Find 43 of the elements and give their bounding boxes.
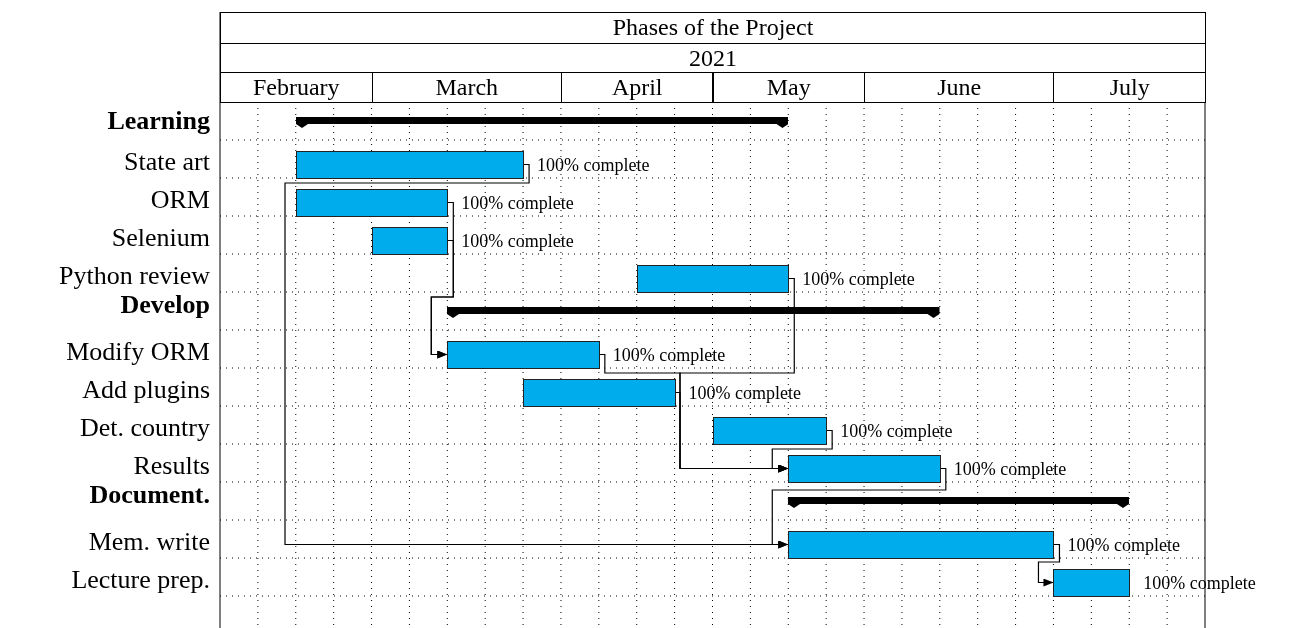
task-label: Det. country bbox=[80, 413, 210, 443]
progress-note: 100% complete bbox=[461, 231, 574, 251]
task-bar bbox=[523, 379, 676, 407]
progress-note: 100% complete bbox=[688, 383, 802, 403]
progress-note: 100% complete bbox=[461, 193, 574, 213]
dependency-arrow bbox=[1037, 543, 1061, 587]
task-label: ORM bbox=[150, 185, 210, 215]
dependency-arrow bbox=[771, 429, 833, 473]
task-bar bbox=[1053, 569, 1131, 597]
dependency-arrow bbox=[771, 467, 947, 549]
task-bar bbox=[295, 151, 525, 179]
progress-note: 100% complete bbox=[1143, 573, 1256, 593]
month-header: July bbox=[1053, 72, 1206, 103]
progress-note: 100% complete bbox=[612, 345, 726, 365]
task-bar bbox=[788, 455, 941, 483]
month-header: February bbox=[220, 72, 373, 103]
month-header: April bbox=[560, 72, 714, 103]
chart-title: Phases of the Project bbox=[220, 12, 1206, 44]
task-bar bbox=[712, 417, 828, 445]
task-label: Results bbox=[133, 451, 210, 481]
task-label: Add plugins bbox=[82, 375, 210, 405]
progress-note: 100% complete bbox=[1067, 535, 1180, 555]
progress-note: 100% complete bbox=[840, 421, 953, 441]
task-label: Python review bbox=[59, 261, 210, 291]
month-header: May bbox=[712, 72, 866, 103]
task-bar bbox=[447, 341, 600, 369]
progress-note: 100% complete bbox=[537, 155, 650, 175]
progress-note: 100% complete bbox=[953, 459, 1067, 479]
task-label: Selenium bbox=[111, 223, 210, 253]
task-bar bbox=[295, 189, 449, 217]
task-bar bbox=[636, 265, 790, 293]
phase-label: Develop bbox=[120, 290, 210, 320]
task-label: Mem. write bbox=[88, 527, 210, 557]
task-label: Lecture prep. bbox=[71, 565, 210, 595]
task-label: State art bbox=[124, 147, 210, 177]
phase-label: Learning bbox=[107, 106, 210, 136]
year-header: 2021 bbox=[220, 43, 1206, 73]
progress-note: 100% complete bbox=[802, 269, 915, 289]
dependency-arrow bbox=[430, 239, 454, 359]
task-label: Modify ORM bbox=[66, 337, 210, 367]
task-bar bbox=[788, 531, 1055, 559]
phase-label: Document. bbox=[89, 480, 210, 510]
task-bar bbox=[371, 227, 449, 255]
